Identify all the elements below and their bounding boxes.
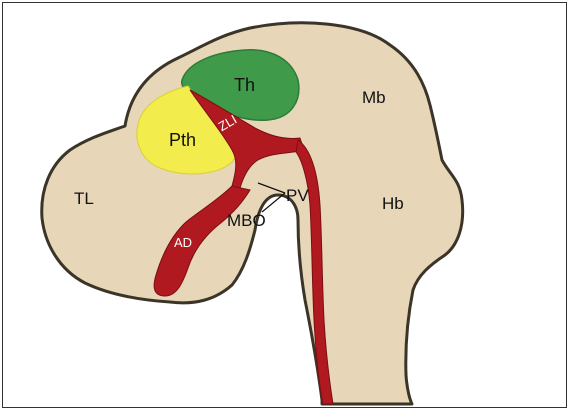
label-pv: PV: [286, 186, 309, 205]
label-pth: Pth: [169, 130, 196, 150]
label-tl: TL: [74, 189, 94, 208]
label-th: Th: [234, 75, 255, 95]
label-ad: AD: [174, 235, 192, 250]
label-hb: Hb: [382, 194, 404, 213]
label-mbo: MBO: [227, 211, 266, 230]
label-mb: Mb: [362, 88, 386, 107]
